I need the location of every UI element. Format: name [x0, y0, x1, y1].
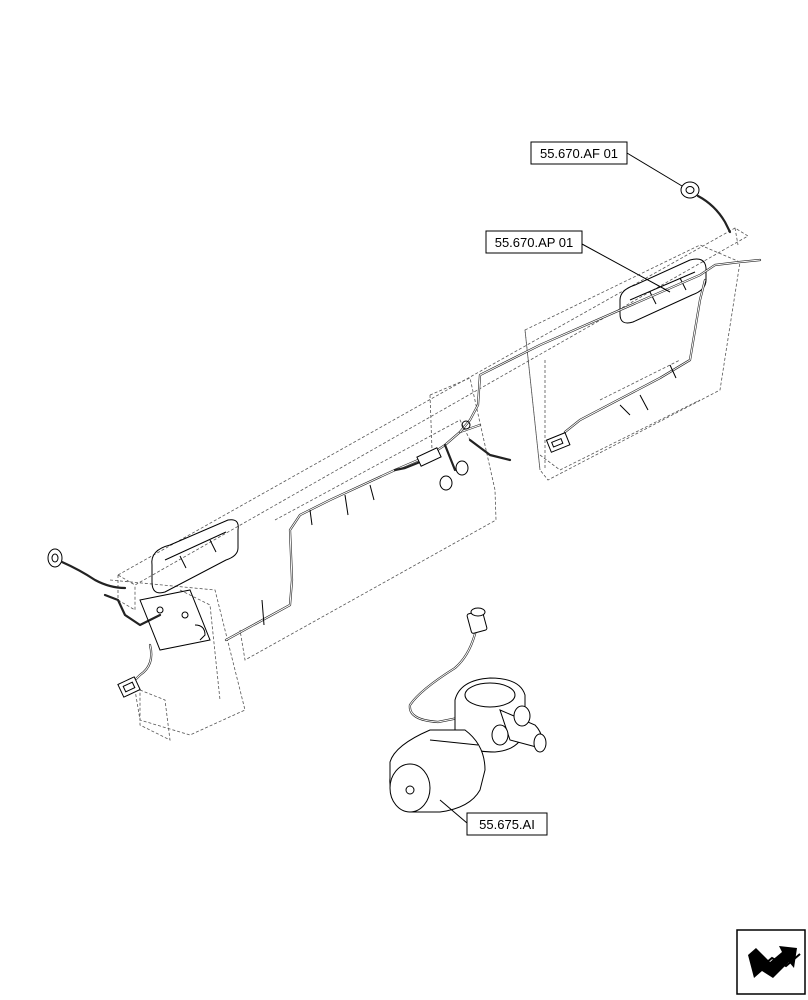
callout-label-ai: 55.675.AI [479, 817, 535, 832]
grommet-top-right [680, 181, 732, 234]
callout-af[interactable]: 55.670.AF 01 [530, 141, 683, 187]
callout-label-ap: 55.670.AP 01 [495, 235, 574, 250]
side-bracket-left [139, 589, 211, 651]
grommet-left [47, 548, 127, 590]
wire-harness [103, 258, 762, 687]
callout-ap[interactable]: 55.670.AP 01 [485, 230, 671, 293]
connector-plug-right [545, 432, 571, 453]
connector-plug-left [117, 676, 141, 698]
callout-ai[interactable]: 55.675.AI [439, 799, 548, 836]
lens-left [151, 519, 239, 594]
callout-label-af: 55.670.AF 01 [540, 146, 618, 161]
next-page-arrow-icon[interactable] [736, 929, 806, 995]
wiper-motor [389, 607, 547, 813]
center-connectors [416, 420, 471, 491]
structure-outline [109, 227, 749, 741]
